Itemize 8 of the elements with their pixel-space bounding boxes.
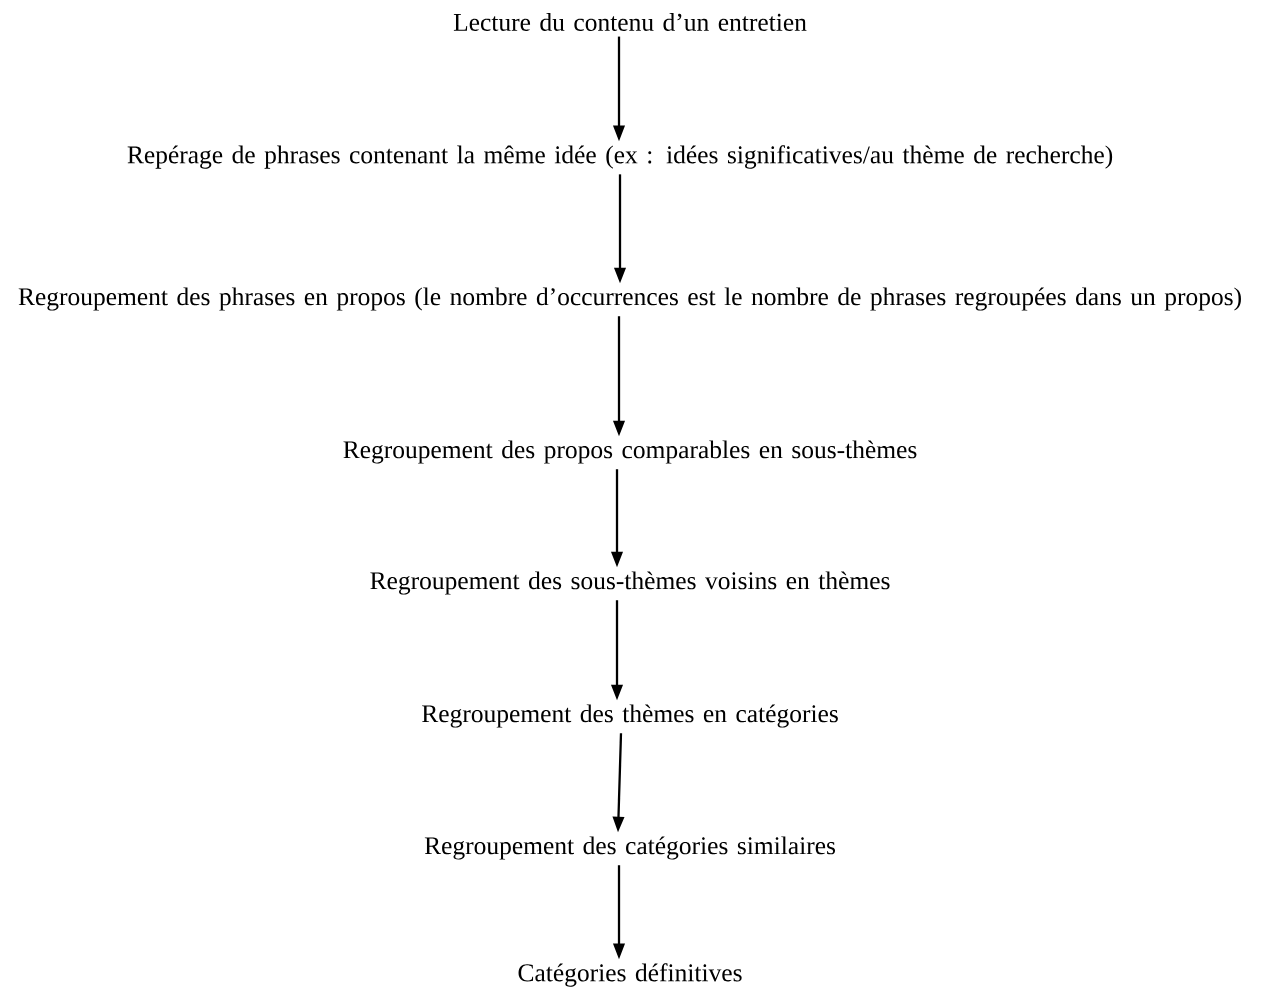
step-text: Regroupement des propos comparables en sous-thèmes xyxy=(343,440,917,464)
step-text: Catégories définitives xyxy=(518,963,742,987)
step-text: Regroupement des thèmes en catégories xyxy=(422,704,838,728)
step-text: Regroupement des sous-thèmes voisins en thèmes xyxy=(370,571,890,595)
step-text: Lecture du contenu d’un entretien xyxy=(453,13,807,31)
step-text: Regroupement des phrases en propos (le nombre d’occurrences est le nombre de phrases regroupées dans un propos) xyxy=(18,287,1241,311)
step-text: Regroupement des catégories similaires xyxy=(424,836,836,860)
step-text: Repérage de phrases contenant la même idée (ex : idées significatives/au thème de recherche) xyxy=(127,145,1113,169)
